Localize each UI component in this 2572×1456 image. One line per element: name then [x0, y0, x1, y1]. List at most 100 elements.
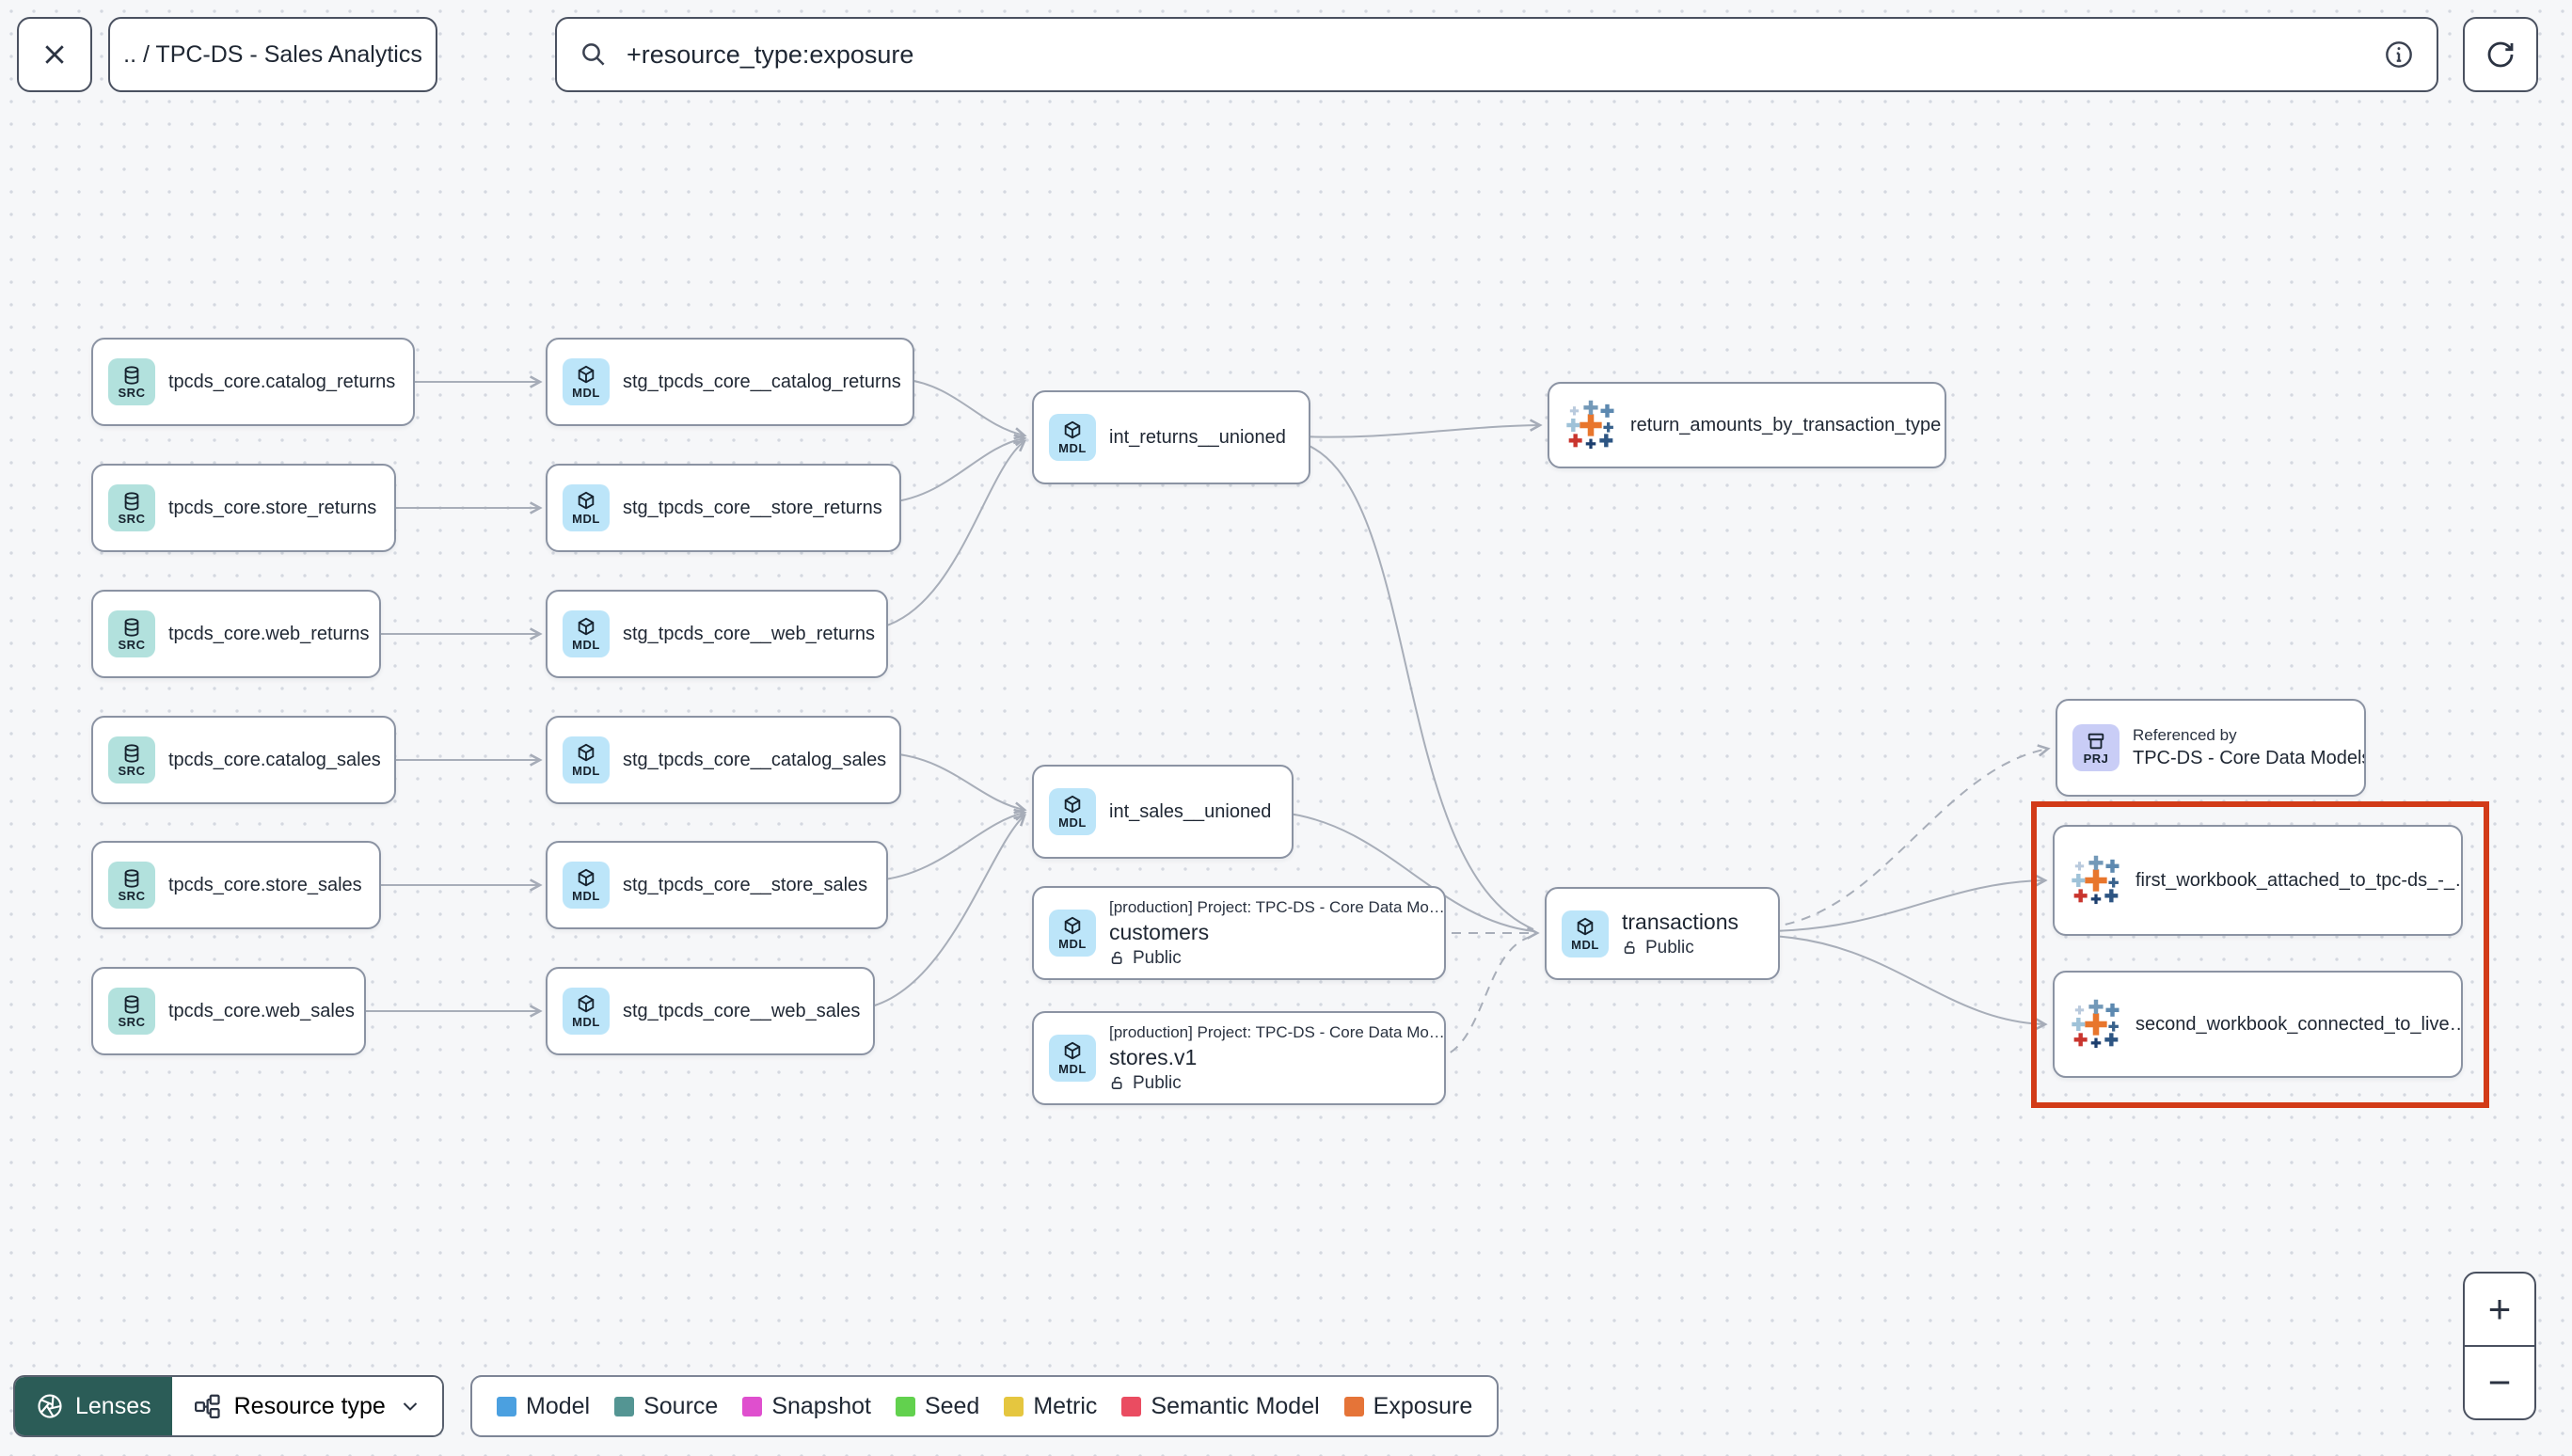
- tableau-icon: [1566, 400, 1614, 450]
- exposure-color-chip: [1343, 1396, 1364, 1416]
- lineage-focus-highlight: [2031, 801, 2489, 1108]
- refresh-button[interactable]: [2463, 17, 2538, 92]
- legend-item-semantic-model: Semantic Model: [1121, 1393, 1320, 1420]
- node-stg-web-returns[interactable]: MDL stg_tpcds_core__web_returns: [546, 590, 888, 678]
- breadcrumb[interactable]: .. / TPC-DS - Sales Analytics: [108, 17, 437, 92]
- node-int-sales-unioned[interactable]: MDL int_sales__unioned: [1032, 765, 1294, 859]
- access-public: Public: [1109, 948, 1429, 969]
- node-customers[interactable]: MDL [production] Project: TPC-DS - Core …: [1032, 886, 1446, 980]
- legend-item-seed: Seed: [895, 1393, 979, 1420]
- node-transactions[interactable]: MDL transactions Public: [1545, 887, 1780, 980]
- access-public: Public: [1109, 1073, 1429, 1094]
- lock-open-icon: [1624, 941, 1635, 954]
- model-badge: MDL: [563, 358, 610, 405]
- model-badge: MDL: [1049, 1035, 1096, 1082]
- close-button[interactable]: [17, 17, 92, 92]
- model-badge: MDL: [1049, 788, 1096, 835]
- database-icon: [124, 492, 139, 511]
- model-badge: MDL: [563, 610, 610, 657]
- cube-icon: [578, 994, 595, 1013]
- lock-open-icon: [1111, 951, 1122, 964]
- source-badge: SRC: [108, 610, 155, 657]
- model-badge: MDL: [1049, 414, 1096, 461]
- project-badge: PRJ: [2072, 724, 2120, 771]
- node-exposure-first-workbook[interactable]: first_workbook_attached_to_tpc-ds_-_…: [2053, 825, 2463, 936]
- source-badge: SRC: [108, 484, 155, 531]
- cube-icon: [578, 868, 595, 887]
- access-public: Public: [1622, 938, 1738, 958]
- cube-icon: [578, 491, 595, 510]
- node-stg-catalog-sales[interactable]: MDL stg_tpcds_core__catalog_sales: [546, 716, 901, 804]
- cube-icon: [1064, 916, 1081, 935]
- model-color-chip: [497, 1396, 516, 1416]
- resource-type-icon: [194, 1394, 220, 1418]
- node-src-store-sales[interactable]: SRC tpcds_core.store_sales: [91, 841, 381, 929]
- model-badge: MDL: [1562, 910, 1609, 957]
- legend: Model Source Snapshot Seed Metric Semant…: [470, 1375, 1500, 1437]
- source-badge: SRC: [108, 736, 155, 783]
- node-src-web-returns[interactable]: SRC tpcds_core.web_returns: [91, 590, 381, 678]
- node-stg-store-returns[interactable]: MDL stg_tpcds_core__store_returns: [546, 464, 901, 552]
- cube-icon: [578, 743, 595, 762]
- lens-aperture-icon: [38, 1394, 62, 1418]
- minus-icon: −: [2487, 1360, 2512, 1404]
- node-stg-web-sales[interactable]: MDL stg_tpcds_core__web_sales: [546, 967, 875, 1055]
- legend-item-exposure: Exposure: [1343, 1393, 1472, 1420]
- cube-icon: [1064, 1041, 1081, 1060]
- model-badge: MDL: [563, 736, 610, 783]
- source-color-chip: [614, 1396, 635, 1416]
- model-badge: MDL: [563, 484, 610, 531]
- refresh-icon: [2487, 41, 2514, 68]
- database-icon: [124, 618, 139, 637]
- cube-icon: [1064, 420, 1081, 439]
- node-exposure-second-workbook[interactable]: second_workbook_connected_to_live…: [2053, 971, 2463, 1078]
- node-src-store-returns[interactable]: SRC tpcds_core.store_returns: [91, 464, 396, 552]
- snapshot-color-chip: [742, 1396, 763, 1416]
- zoom-out-button[interactable]: −: [2465, 1347, 2534, 1418]
- model-badge: MDL: [563, 862, 610, 909]
- cube-icon: [1064, 795, 1081, 814]
- node-src-catalog-sales[interactable]: SRC tpcds_core.catalog_sales: [91, 716, 396, 804]
- chevron-down-icon: [403, 1402, 418, 1411]
- resource-type-dropdown[interactable]: Resource type: [171, 1377, 442, 1435]
- model-badge: MDL: [563, 988, 610, 1035]
- legend-item-source: Source: [614, 1393, 718, 1420]
- model-badge: MDL: [1049, 910, 1096, 957]
- database-icon: [124, 366, 139, 385]
- node-int-returns-unioned[interactable]: MDL int_returns__unioned: [1032, 390, 1310, 484]
- seed-color-chip: [895, 1396, 915, 1416]
- node-src-catalog-returns[interactable]: SRC tpcds_core.catalog_returns: [91, 338, 415, 426]
- node-stores-v1[interactable]: MDL [production] Project: TPC-DS - Core …: [1032, 1011, 1446, 1105]
- legend-item-model: Model: [497, 1393, 590, 1420]
- search-input[interactable]: [625, 39, 2367, 71]
- legend-item-metric: Metric: [1004, 1393, 1097, 1420]
- source-badge: SRC: [108, 358, 155, 405]
- close-icon: [45, 45, 64, 64]
- legend-item-snapshot: Snapshot: [742, 1393, 871, 1420]
- database-icon: [124, 744, 139, 763]
- node-exposure-return-amounts[interactable]: return_amounts_by_transaction_type: [1548, 382, 1946, 468]
- cube-icon: [1577, 917, 1594, 935]
- source-badge: SRC: [108, 862, 155, 909]
- lenses-button[interactable]: Lenses: [15, 1377, 172, 1435]
- node-referenced-by-project[interactable]: PRJ Referenced by TPC-DS - Core Data Mod…: [2056, 699, 2366, 797]
- search-bar[interactable]: [555, 17, 2438, 92]
- source-badge: SRC: [108, 988, 155, 1035]
- node-src-web-sales[interactable]: SRC tpcds_core.web_sales: [91, 967, 366, 1055]
- tableau-icon: [2072, 999, 2120, 1049]
- plus-icon: +: [2487, 1287, 2512, 1331]
- database-icon: [124, 995, 139, 1014]
- archive-box-icon: [2088, 733, 2104, 750]
- metric-color-chip: [1004, 1396, 1024, 1416]
- node-stg-store-sales[interactable]: MDL stg_tpcds_core__store_sales: [546, 841, 888, 929]
- zoom-in-button[interactable]: +: [2465, 1274, 2534, 1347]
- node-stg-catalog-returns[interactable]: MDL stg_tpcds_core__catalog_returns: [546, 338, 914, 426]
- tableau-icon: [2072, 855, 2120, 905]
- semantic-model-color-chip: [1121, 1396, 1142, 1416]
- cube-icon: [578, 365, 595, 384]
- lenses-toolbar: Lenses Resource type: [13, 1375, 444, 1437]
- search-icon: [582, 43, 605, 66]
- lock-open-icon: [1111, 1076, 1122, 1089]
- info-icon[interactable]: [2384, 40, 2414, 70]
